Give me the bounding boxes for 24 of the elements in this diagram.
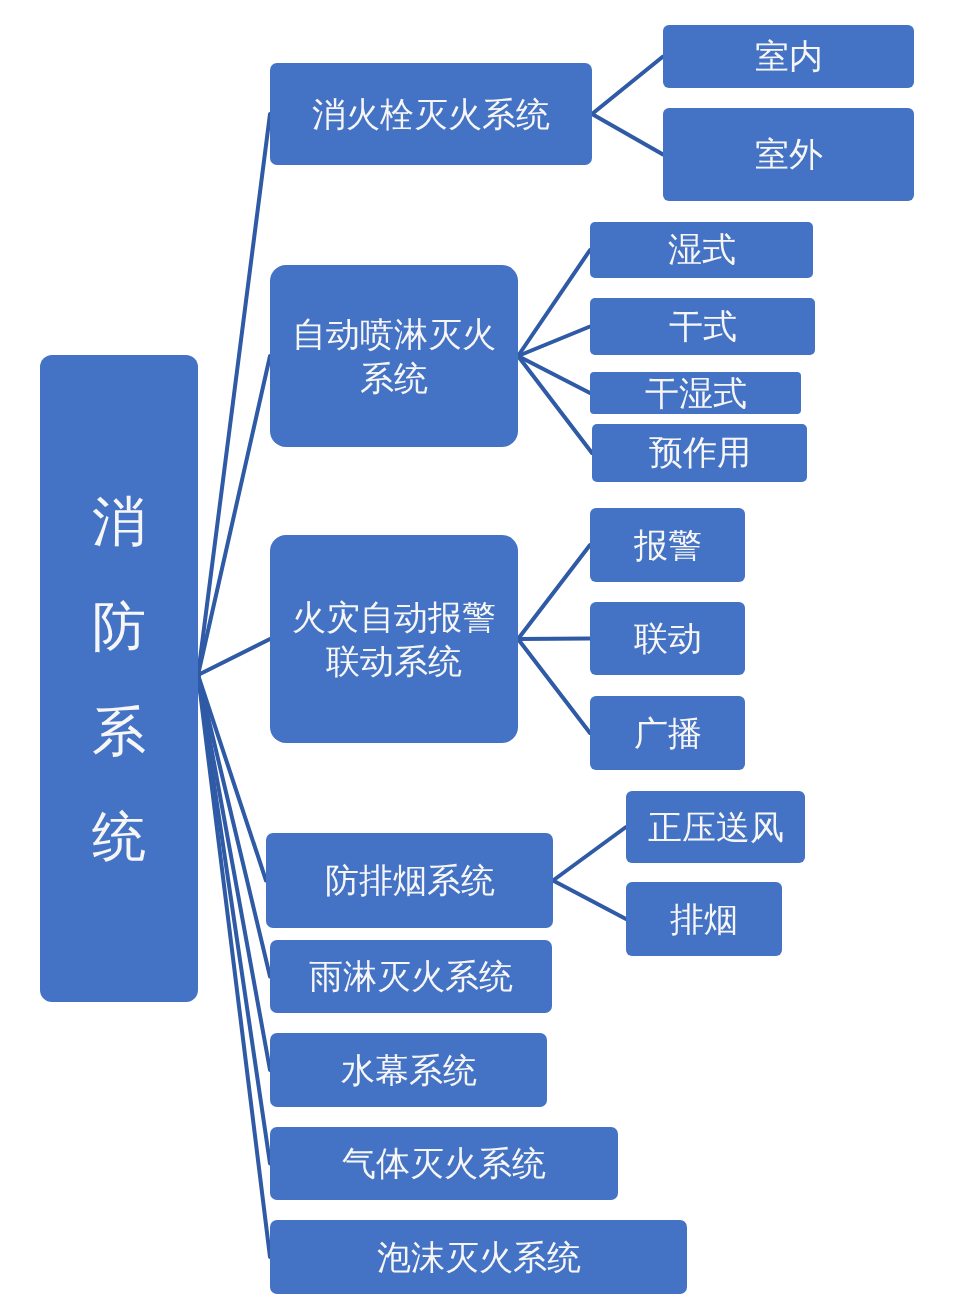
category-box: 火灾自动报警联动系统 (270, 535, 518, 743)
category-box: 水幕系统 (270, 1033, 547, 1107)
category-box: 气体灭火系统 (270, 1127, 618, 1200)
item-box: 报警 (590, 508, 745, 582)
connector-line (590, 112, 665, 157)
item-box: 干式 (590, 298, 815, 355)
category-box: 雨淋灭火系统 (270, 940, 552, 1013)
item-box: 室外 (663, 108, 914, 201)
item-box: 联动 (590, 602, 745, 675)
item-box: 干湿式 (590, 372, 801, 414)
item-box: 室内 (663, 25, 914, 88)
topic-box: 消防系统 (40, 355, 198, 1002)
item-box: 预作用 (592, 424, 807, 482)
category-box: 自动喷淋灭火系统 (270, 265, 518, 447)
connector-line (551, 878, 628, 921)
category-box: 消火栓灭火系统 (270, 63, 592, 165)
item-box: 湿式 (590, 222, 813, 278)
category-box: 防排烟系统 (266, 833, 553, 928)
category-box: 泡沫灭火系统 (270, 1220, 687, 1294)
connector-line (590, 54, 665, 116)
item-box: 正压送风 (626, 791, 805, 863)
item-box: 排烟 (626, 882, 782, 956)
connector-line (551, 825, 628, 883)
item-box: 广播 (590, 696, 745, 770)
